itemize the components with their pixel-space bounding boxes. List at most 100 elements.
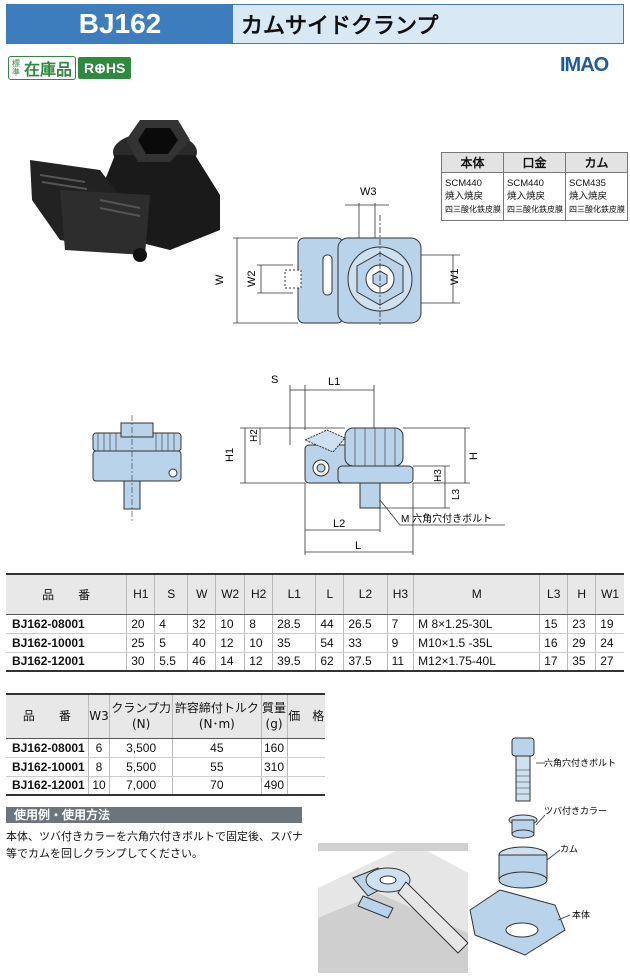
- exploded-parts: 六角穴付きボルト ツバ付きカラー カム 本体: [469, 737, 616, 956]
- col-header: 品 番: [6, 574, 127, 615]
- material-cell: 四三酸化鉄皮膜: [565, 203, 628, 221]
- table-cell: 5: [154, 633, 188, 653]
- table-cell: 19: [595, 614, 624, 634]
- part-number-cell: BJ162-10001: [6, 757, 89, 777]
- col-header: 許容締付トルク (N･m): [172, 694, 262, 739]
- usage-heading: 使用例・使用方法: [6, 807, 302, 823]
- table-cell: 12: [215, 633, 245, 653]
- col-header: L1: [272, 574, 316, 615]
- part-number-cell: BJ162-10001: [6, 633, 127, 653]
- table-cell: 35: [567, 652, 596, 672]
- dim-label-w2: W2: [246, 271, 258, 288]
- table-cell: M 8×1.25-30L: [413, 614, 540, 634]
- table-cell: 3,500: [109, 738, 173, 758]
- dim-label-l2: L2: [333, 518, 345, 530]
- table-cell: 46: [187, 652, 216, 672]
- dim-label-bolt: M 六角穴付きボルト: [401, 512, 492, 525]
- dim-label-l1: L1: [328, 376, 340, 388]
- table-cell: 5,500: [109, 757, 173, 777]
- dim-label-w3: W3: [360, 186, 377, 198]
- table-cell: 32: [187, 614, 216, 634]
- table-cell: 7: [386, 614, 414, 634]
- col-header: W2: [215, 574, 245, 615]
- table-cell: 40: [187, 633, 216, 653]
- dim-label-h: H: [468, 452, 480, 460]
- table-cell: 27: [595, 652, 624, 672]
- table-cell: 29: [567, 633, 596, 653]
- part-number-cell: BJ162-12001: [6, 652, 127, 672]
- material-header-cam: カム: [565, 152, 628, 173]
- stock-badge: 標準 在庫品: [8, 56, 77, 80]
- table-cell: 39.5: [272, 652, 316, 672]
- table-cell: 37.5: [343, 652, 388, 672]
- table-cell: 28.5: [272, 614, 316, 634]
- part-number-cell: BJ162-08001: [6, 614, 127, 634]
- material-cell: 焼入焼戻: [565, 190, 628, 203]
- table-cell: 16: [539, 633, 568, 653]
- table-cell: 10: [215, 614, 245, 634]
- product-photo: [30, 120, 220, 262]
- brand-logo: IMAO: [560, 54, 609, 76]
- dim-label-w1: W1: [449, 269, 461, 286]
- material-cell: SCM440: [503, 172, 566, 190]
- dim-label-h3: H3: [433, 469, 444, 482]
- dim-label-w: W: [215, 274, 226, 285]
- table-cell: 70: [172, 776, 262, 796]
- dim-label-l3: L3: [451, 488, 462, 500]
- table-cell: M12×1.75-40L: [413, 652, 540, 672]
- col-header: W: [187, 574, 216, 615]
- col-header: クランプ力 (N): [109, 694, 173, 739]
- col-header: L3: [539, 574, 568, 615]
- table-cell: 14: [215, 652, 245, 672]
- table-cell: 7,000: [109, 776, 173, 796]
- table-cell: 20: [126, 614, 155, 634]
- col-header: 価 格: [286, 694, 325, 739]
- table-cell: 490: [260, 776, 288, 796]
- usage-text: 本体、ツバ付きカラーを六角穴付きボルトで固定後、スパナ等でカムを回しクランプして…: [6, 830, 303, 860]
- table-cell: 11: [386, 652, 414, 672]
- page-header: BJ162 カムサイドクランプ: [6, 4, 624, 44]
- part-label-collar: ツバ付きカラー: [544, 806, 607, 816]
- table-cell: 24: [595, 633, 624, 653]
- material-cell: 焼入焼戻: [503, 190, 566, 203]
- material-header-jaw: 口金: [503, 152, 566, 173]
- table-cell: 44: [315, 614, 344, 634]
- col-header: H3: [386, 574, 414, 615]
- table-cell: 62: [315, 652, 344, 672]
- part-label-bolt: 六角穴付きボルト: [544, 757, 616, 768]
- dim-label-l: L: [355, 540, 361, 552]
- usage-illustration: [318, 843, 468, 973]
- col-header: H1: [126, 574, 155, 615]
- table-cell: 10: [87, 776, 110, 796]
- table-cell: 35: [272, 633, 316, 653]
- rohs-badge: R⊕HS: [78, 57, 132, 79]
- table-cell: 8: [244, 614, 273, 634]
- col-header: L: [315, 574, 344, 615]
- table-cell: 25: [126, 633, 155, 653]
- table-cell: [286, 738, 325, 758]
- part-label-cam: カム: [560, 844, 578, 854]
- front-view-drawing: [92, 415, 182, 521]
- stock-badge-label: 在庫品: [24, 60, 73, 79]
- table-cell: 8: [87, 757, 110, 777]
- table-cell: 5.5: [154, 652, 188, 672]
- col-header: H2: [244, 574, 273, 615]
- table-cell: 9: [386, 633, 414, 653]
- material-cell: SCM435: [565, 172, 628, 190]
- material-table: 本体 口金 カム SCM440 SCM440 SCM435 焼入焼戻 焼入焼戻 …: [441, 152, 628, 221]
- table-cell: 4: [154, 614, 188, 634]
- material-header-body: 本体: [441, 152, 504, 173]
- dim-label-h1: H1: [224, 448, 236, 462]
- table-cell: 30: [126, 652, 155, 672]
- material-cell: 四三酸化鉄皮膜: [503, 203, 566, 221]
- product-code: BJ162: [7, 5, 233, 43]
- table-cell: 15: [539, 614, 568, 634]
- side-view-drawing: S L1 H1 H2 H H3 L3 L2 L M 六角穴付きボルト: [224, 374, 505, 555]
- col-header: W1: [595, 574, 624, 615]
